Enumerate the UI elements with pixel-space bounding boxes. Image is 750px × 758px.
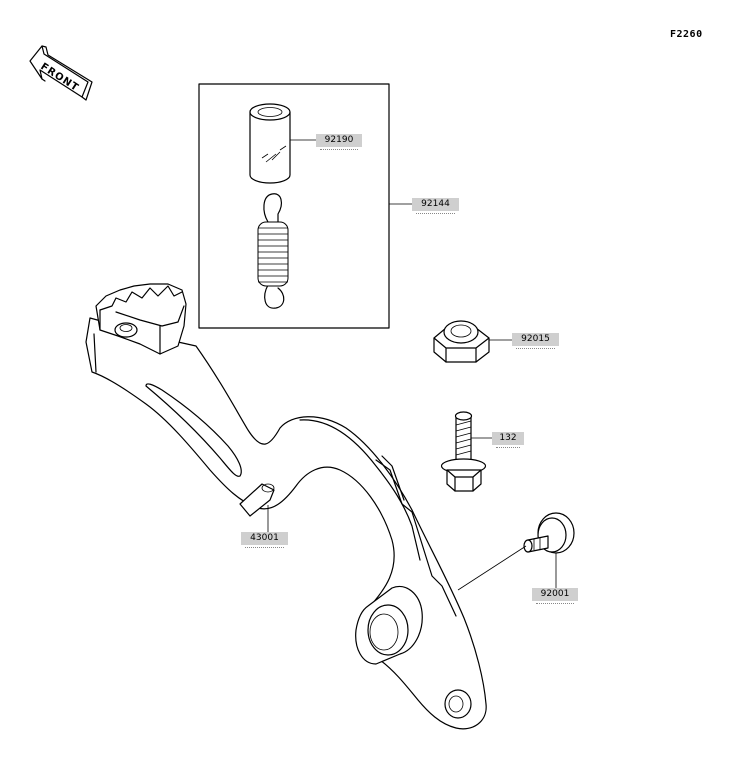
part-label-132[interactable]: 132: [492, 432, 524, 448]
figure-id: F2260: [670, 29, 703, 40]
pin-sleeve-part[interactable]: [249, 103, 291, 184]
part-label-92144[interactable]: 92144: [412, 198, 459, 214]
part-label-43001[interactable]: 43001: [241, 532, 288, 548]
part-label-92144-text: 92144: [421, 199, 450, 209]
spring-part[interactable]: [257, 193, 289, 309]
part-label-132-text: 132: [499, 433, 517, 443]
flange-bolt-part[interactable]: [440, 411, 487, 492]
leader-lines: [267, 139, 557, 591]
part-label-92190-text: 92190: [324, 135, 354, 145]
part-label-92190[interactable]: 92190: [316, 134, 362, 150]
kit-box: [198, 83, 390, 329]
part-label-92015[interactable]: 92015: [512, 333, 559, 349]
front-arrow-icon: FRONT: [29, 45, 93, 101]
brake-pedal-part[interactable]: [85, 283, 487, 730]
part-label-92015-text: 92015: [521, 334, 550, 344]
hex-nut-part[interactable]: [433, 320, 490, 363]
part-label-92001[interactable]: 92001: [532, 588, 578, 604]
part-label-43001-text: 43001: [250, 533, 279, 543]
clevis-pin-part[interactable]: [523, 512, 575, 554]
part-label-92001-text: 92001: [540, 589, 570, 599]
